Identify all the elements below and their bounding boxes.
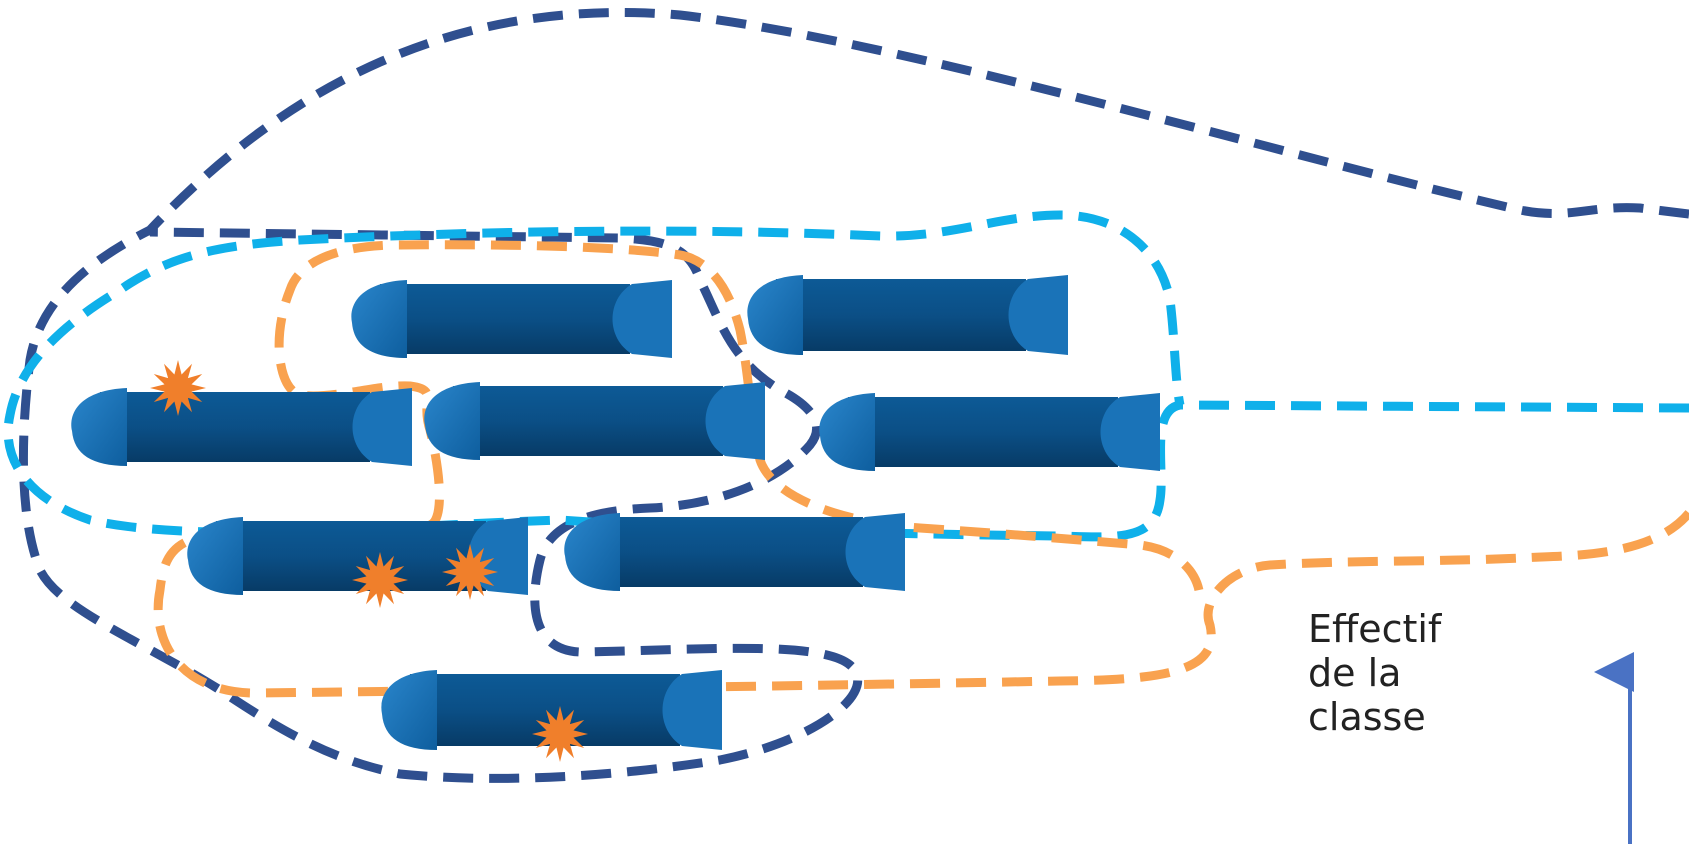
pipe-left-cap — [424, 382, 480, 460]
pipe-body — [100, 392, 370, 462]
pipe-left-cap — [747, 275, 803, 355]
class-size-label: Effectif de la classe — [1308, 607, 1488, 739]
pipe-left-cap — [381, 670, 437, 750]
pipe-body — [776, 279, 1026, 351]
pipe-segment-icon — [71, 388, 412, 466]
pipe-segment-icon — [424, 382, 765, 460]
pipe-segment-icon — [564, 513, 905, 591]
pipe-segment-icon — [819, 393, 1160, 471]
class-size-label-line-2: de la — [1308, 651, 1488, 695]
pipe-body — [216, 521, 486, 591]
pipe-segment-icon — [747, 275, 1068, 355]
pipe-left-cap — [187, 517, 243, 595]
pipe-body — [848, 397, 1118, 467]
class-size-label-line-3: classe — [1308, 695, 1488, 739]
pipe-body — [453, 386, 723, 456]
pipe-left-cap — [351, 280, 407, 358]
pipe-body — [593, 517, 863, 587]
pipe-left-cap — [71, 388, 127, 466]
pipe-segment-icon — [351, 280, 672, 358]
light-blue-group-loop — [8, 215, 1689, 537]
pipe-left-cap — [819, 393, 875, 471]
pipe-body — [380, 284, 630, 354]
class-size-label-line-1: Effectif — [1308, 607, 1488, 651]
